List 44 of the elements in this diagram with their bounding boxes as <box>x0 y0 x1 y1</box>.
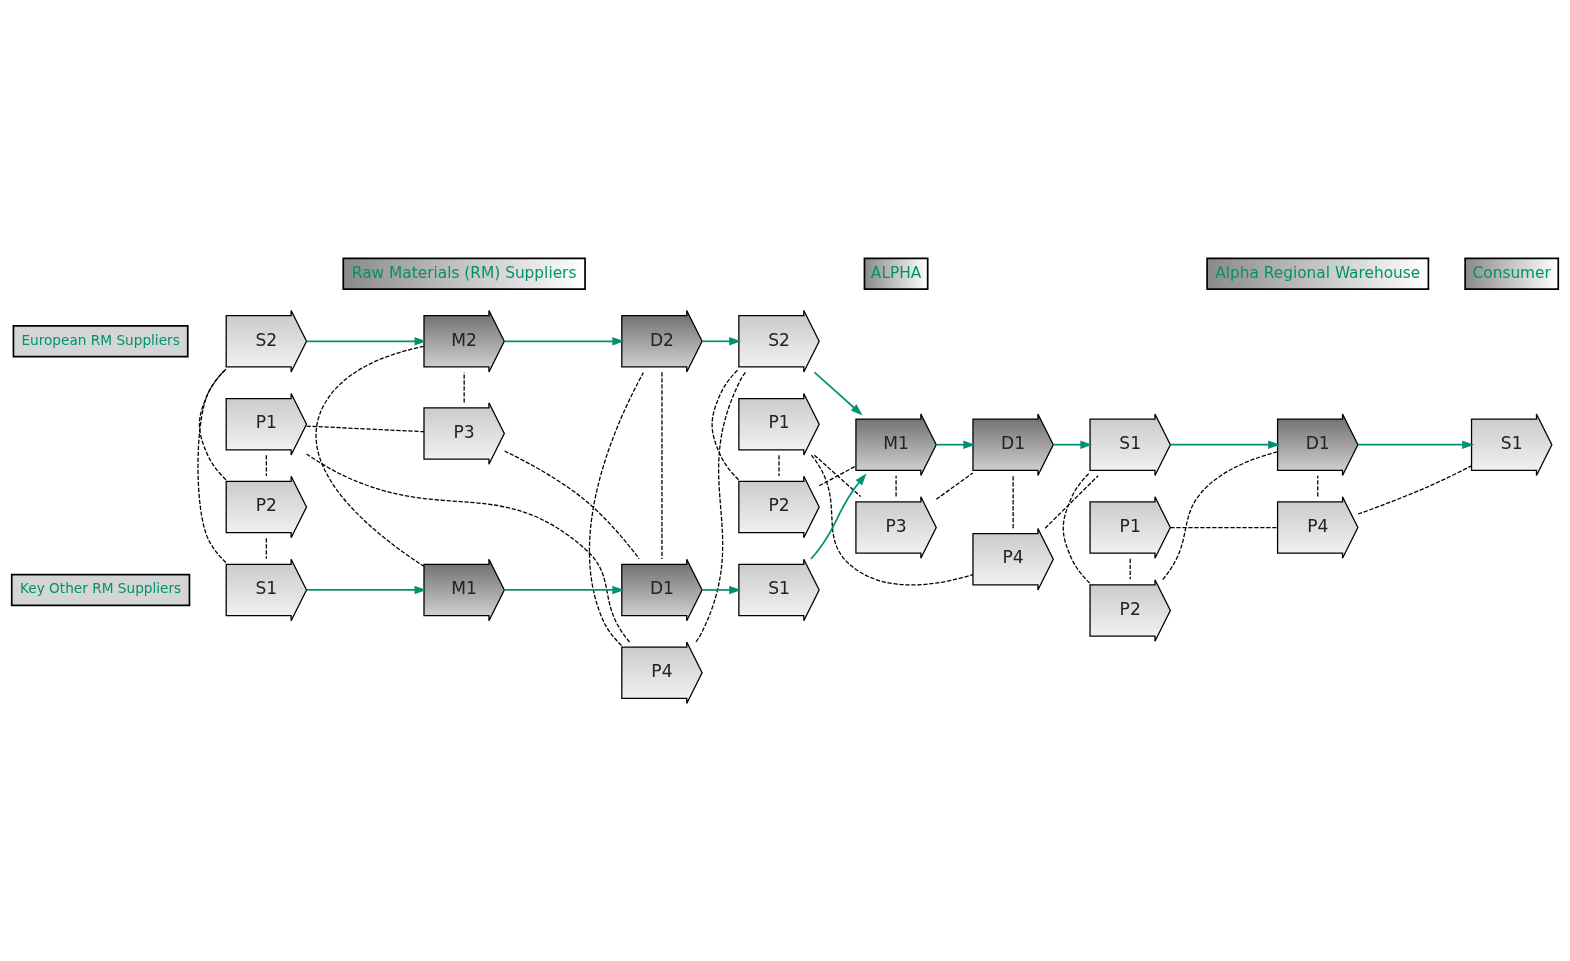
connector <box>813 454 862 497</box>
arrow <box>1357 440 1475 449</box>
connector <box>778 454 780 477</box>
arrow <box>305 585 427 594</box>
arrow <box>810 473 867 560</box>
connector <box>463 371 465 403</box>
connector <box>315 345 425 567</box>
arrow <box>813 370 863 415</box>
node-box: Key Other RM Suppliers <box>10 573 191 606</box>
arrow <box>503 585 625 594</box>
arrow <box>305 336 427 345</box>
connector <box>1044 474 1099 529</box>
node-box: ALPHA <box>863 257 929 290</box>
connector <box>1317 474 1319 497</box>
arrow <box>1169 440 1281 449</box>
arrow <box>1052 440 1093 449</box>
node-box: Consumer <box>1464 257 1560 290</box>
connector <box>306 424 425 432</box>
connector <box>265 537 267 559</box>
node-box: Alpha Regional Warehouse <box>1206 257 1430 290</box>
connector <box>1162 450 1279 580</box>
connector <box>1169 526 1279 528</box>
arrow <box>503 336 625 345</box>
connector <box>1012 474 1014 529</box>
connector <box>1129 557 1131 580</box>
node-box: Raw Materials (RM) Suppliers <box>342 257 586 290</box>
arrow <box>701 336 742 345</box>
connector <box>695 371 747 642</box>
arrow <box>935 440 976 449</box>
arrow <box>701 585 742 594</box>
connector <box>503 449 640 559</box>
connector <box>810 453 974 586</box>
connector <box>305 452 631 643</box>
connector <box>711 368 740 480</box>
connector <box>1357 464 1473 515</box>
node-box: European RM Suppliers <box>12 324 189 358</box>
connector <box>895 474 897 497</box>
connector <box>588 371 645 646</box>
connector <box>1062 471 1091 584</box>
connector <box>935 472 974 500</box>
connector <box>661 371 663 560</box>
connector <box>265 454 267 477</box>
connector <box>197 368 227 563</box>
connector <box>818 464 857 486</box>
